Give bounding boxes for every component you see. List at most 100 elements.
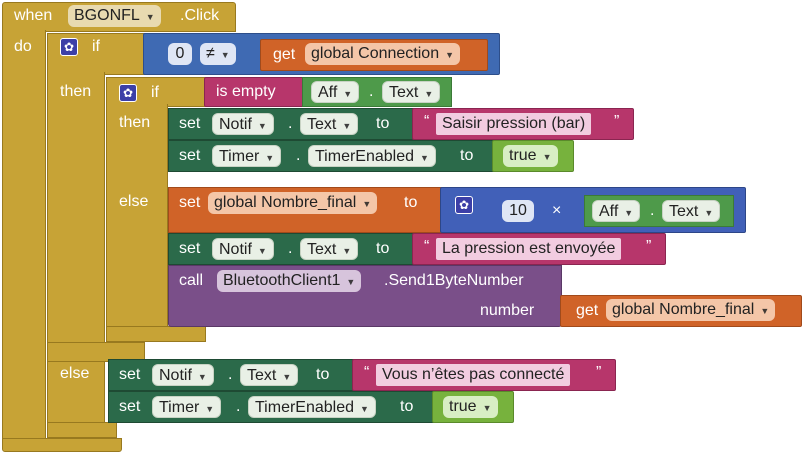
set-label: set [179,240,201,257]
to-label: to [400,398,414,415]
set-label: set [179,194,201,211]
chevron-down-icon: ▼ [360,404,369,414]
chevron-down-icon: ▼ [704,208,714,218]
string-value[interactable]: Saisir pression (bar) [436,113,592,135]
dot-separator: . [650,202,655,219]
then-label-outer: then [60,83,92,100]
if-block-outer-footer [47,422,117,438]
component-dropdown[interactable]: BGONFL▼ [68,5,161,27]
if-block-inner-spine [106,104,168,336]
quote-close-icon: ” [614,113,620,130]
do-label: do [14,38,32,55]
quote-open-icon: “ [424,238,430,255]
operator-dropdown[interactable]: ≠▼ [200,43,236,65]
chevron-down-icon: ▼ [343,89,353,99]
timer-dropdown[interactable]: Timer▼ [212,145,282,167]
chevron-down-icon: ▼ [362,199,372,209]
variable-dropdown[interactable]: global Connection▼ [305,43,461,65]
chevron-down-icon: ▼ [145,12,155,22]
text-property-dropdown[interactable]: Text▼ [300,113,359,135]
text-property-dropdown[interactable]: Text▼ [300,238,359,260]
dot-separator: . [288,240,293,257]
text-property-dropdown[interactable]: Text▼ [382,81,441,103]
timer-dropdown[interactable]: Timer▼ [152,396,222,418]
param-label: number [480,302,535,319]
set-notif-text-block[interactable] [108,359,356,391]
aff-dropdown[interactable]: Aff▼ [311,81,360,103]
global-var-dropdown[interactable]: global Nombre_final▼ [208,192,378,214]
chevron-down-icon: ▼ [424,89,434,99]
chevron-down-icon: ▼ [282,372,292,382]
if-label-inner: if [151,84,159,101]
text-property-dropdown[interactable]: Text▼ [662,200,721,222]
dot-separator: . [236,398,241,415]
set-label: set [119,366,141,383]
chevron-down-icon: ▼ [342,121,352,131]
notif-dropdown[interactable]: Notif▼ [212,238,274,260]
chevron-down-icon: ▼ [445,50,455,60]
notif-dropdown[interactable]: Notif▼ [152,364,214,386]
event-block-footer [2,438,122,452]
to-label: to [404,194,418,211]
gear-icon[interactable]: ✿ [455,196,473,214]
chevron-down-icon: ▼ [197,372,207,382]
event-block-body [2,30,46,440]
aff-dropdown[interactable]: Aff▼ [592,200,641,222]
if-label-outer: if [92,38,100,55]
string-value[interactable]: Vous n’êtes pas connecté [376,364,571,386]
true-dropdown[interactable]: true▼ [503,145,558,167]
chevron-down-icon: ▼ [257,246,267,256]
number-zero[interactable]: 0 [168,43,192,65]
is-empty-block[interactable] [204,77,306,107]
else-label-inner: else [119,193,149,210]
set-label: set [179,115,201,132]
string-value[interactable]: La pression est envoyée [436,238,622,260]
chevron-down-icon: ▼ [342,246,352,256]
else-label-outer: else [60,365,90,382]
set-label: set [179,147,201,164]
chevron-down-icon: ▼ [542,152,552,162]
chevron-down-icon: ▼ [346,277,356,287]
chevron-down-icon: ▼ [257,121,267,131]
chevron-down-icon: ▼ [220,50,230,60]
to-label: to [460,147,474,164]
chevron-down-icon: ▼ [420,153,429,163]
set-notif-text-block[interactable] [168,233,416,265]
set-label: set [119,398,141,415]
gear-icon[interactable]: ✿ [119,84,137,102]
quote-close-icon: ” [646,238,652,255]
event-name: .Click [180,7,220,24]
dot-separator: . [296,147,301,164]
chevron-down-icon: ▼ [760,306,770,316]
to-label: to [316,366,330,383]
quote-open-icon: “ [424,113,430,130]
number-ten[interactable]: 10 [502,200,534,222]
variable-dropdown[interactable]: global Nombre_final▼ [606,299,776,321]
text-property-dropdown[interactable]: Text▼ [240,364,299,386]
if-block-outer-spine [47,72,105,434]
quote-close-icon: ” [596,364,602,381]
is-empty-label: is empty [216,83,276,100]
quote-open-icon: “ [364,364,370,381]
if-block-inner-footer [106,326,206,342]
set-notif-text-block[interactable] [168,108,416,140]
when-label: when [14,7,53,24]
multiply-operator: × [552,202,562,219]
chevron-down-icon: ▼ [482,403,492,413]
timer-enabled-dropdown[interactable]: TimerEnabled▼ [248,396,376,418]
chevron-down-icon: ▼ [205,404,215,414]
dot-separator: . [369,83,374,100]
true-dropdown[interactable]: true▼ [443,396,498,418]
method-name: .Send1ByteNumber [384,272,524,289]
gear-icon[interactable]: ✿ [60,38,78,56]
dot-separator: . [288,115,293,132]
chevron-down-icon: ▼ [265,153,275,163]
to-label: to [376,240,390,257]
get-label: get [576,302,599,319]
notif-dropdown[interactable]: Notif▼ [212,113,274,135]
call-label: call [179,272,204,289]
chevron-down-icon: ▼ [624,208,634,218]
bluetooth-dropdown[interactable]: BluetoothClient1▼ [217,270,362,292]
dot-separator: . [228,366,233,383]
timer-enabled-dropdown[interactable]: TimerEnabled▼ [308,145,436,167]
